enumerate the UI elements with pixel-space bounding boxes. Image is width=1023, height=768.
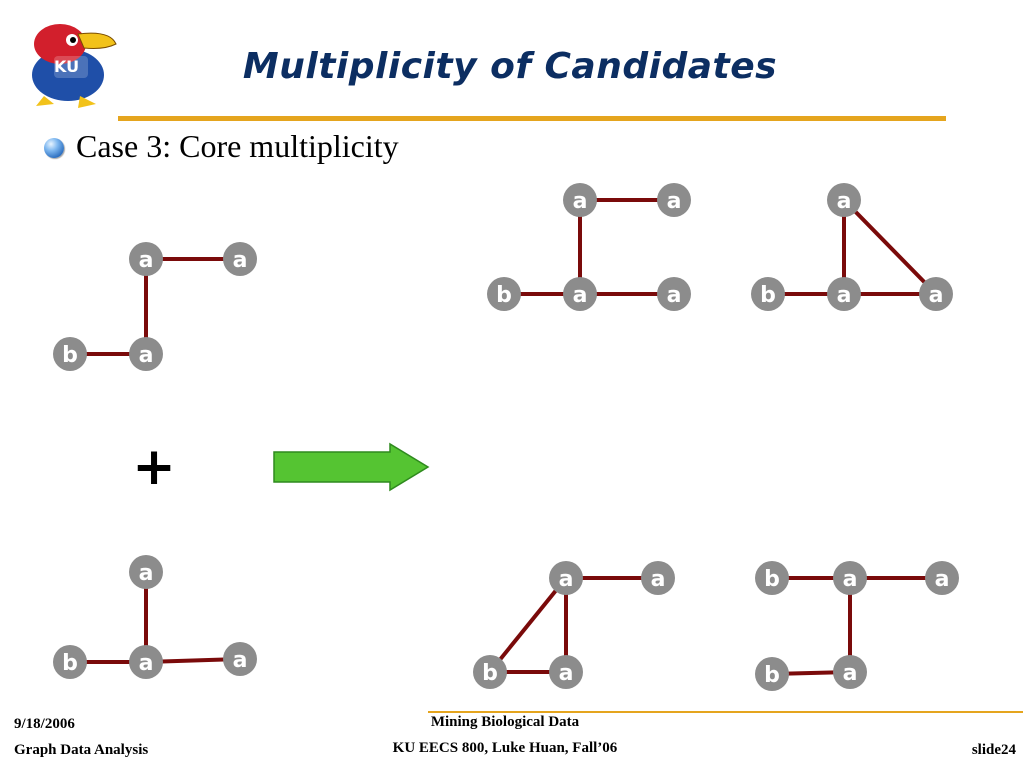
- result-graph-2: a b a a: [751, 183, 953, 311]
- input-graph-2: a b a a: [53, 555, 257, 679]
- result-graph-1: a a b a a: [487, 183, 691, 311]
- input-graph-1: a a b a: [53, 242, 257, 371]
- graph-node: a: [563, 183, 597, 217]
- svg-text:b: b: [764, 567, 780, 592]
- graph-node: a: [223, 642, 257, 676]
- svg-text:a: a: [929, 283, 944, 308]
- graph-node: a: [919, 277, 953, 311]
- svg-text:a: a: [573, 283, 588, 308]
- edge: [842, 198, 938, 296]
- footer-course-line2: KU EECS 800, Luke Huan, Fall’06: [392, 740, 618, 756]
- bullet-text: Case 3: Core multiplicity: [76, 128, 399, 164]
- svg-text:a: a: [667, 189, 682, 214]
- svg-text:a: a: [139, 651, 154, 676]
- svg-text:a: a: [843, 567, 858, 592]
- edge: [488, 576, 568, 674]
- graph-node: a: [129, 242, 163, 276]
- right-arrow-icon: [273, 442, 430, 492]
- graph-node: b: [751, 277, 785, 311]
- svg-text:a: a: [667, 283, 682, 308]
- graph-node: a: [833, 655, 867, 689]
- svg-text:a: a: [139, 343, 154, 368]
- svg-text:a: a: [139, 248, 154, 273]
- svg-text:a: a: [843, 661, 858, 686]
- graph-node: a: [563, 277, 597, 311]
- svg-text:a: a: [573, 189, 588, 214]
- graph-node: a: [129, 555, 163, 589]
- graph-node: a: [129, 337, 163, 371]
- plus-sign: +: [132, 437, 176, 497]
- svg-text:b: b: [62, 651, 78, 676]
- graph-node: a: [223, 242, 257, 276]
- footer-date: 9/18/2006: [14, 716, 75, 732]
- graph-node: a: [549, 655, 583, 689]
- svg-text:a: a: [559, 661, 574, 686]
- svg-text:b: b: [496, 283, 512, 308]
- svg-text:b: b: [482, 661, 498, 686]
- slide-title: Multiplicity of Candidates: [242, 46, 778, 87]
- graph-node: b: [473, 655, 507, 689]
- graph-node: a: [657, 277, 691, 311]
- graph-node: a: [641, 561, 675, 595]
- svg-text:a: a: [139, 561, 154, 586]
- graph-node: a: [827, 277, 861, 311]
- footer-left-title: Graph Data Analysis: [14, 742, 149, 758]
- footer-rule: [428, 711, 1023, 713]
- svg-text:a: a: [559, 567, 574, 592]
- result-graph-3: a a b a: [473, 561, 675, 689]
- graph-node: a: [925, 561, 959, 595]
- svg-text:b: b: [764, 663, 780, 688]
- graph-node: a: [657, 183, 691, 217]
- graph-node: b: [755, 657, 789, 691]
- graph-node: b: [53, 645, 87, 679]
- graph-node: a: [833, 561, 867, 595]
- logo-text: KU: [54, 57, 79, 76]
- svg-text:a: a: [935, 567, 950, 592]
- ku-jayhawk-logo: KU: [32, 24, 117, 108]
- graph-node: a: [827, 183, 861, 217]
- svg-text:b: b: [62, 343, 78, 368]
- graph-node: b: [487, 277, 521, 311]
- svg-text:a: a: [233, 648, 248, 673]
- svg-text:a: a: [233, 248, 248, 273]
- title-underline: [118, 116, 946, 121]
- slide-number: slide24: [971, 742, 1016, 758]
- graph-node: a: [129, 645, 163, 679]
- svg-text:a: a: [837, 189, 852, 214]
- graph-node: a: [549, 561, 583, 595]
- result-graph-4: b a a b a: [755, 561, 959, 691]
- svg-text:a: a: [837, 283, 852, 308]
- svg-text:b: b: [760, 283, 776, 308]
- footer-course-line1: Mining Biological Data: [430, 714, 580, 730]
- svg-text:a: a: [651, 567, 666, 592]
- graph-node: b: [53, 337, 87, 371]
- graph-node: b: [755, 561, 789, 595]
- bullet-icon: [44, 138, 64, 158]
